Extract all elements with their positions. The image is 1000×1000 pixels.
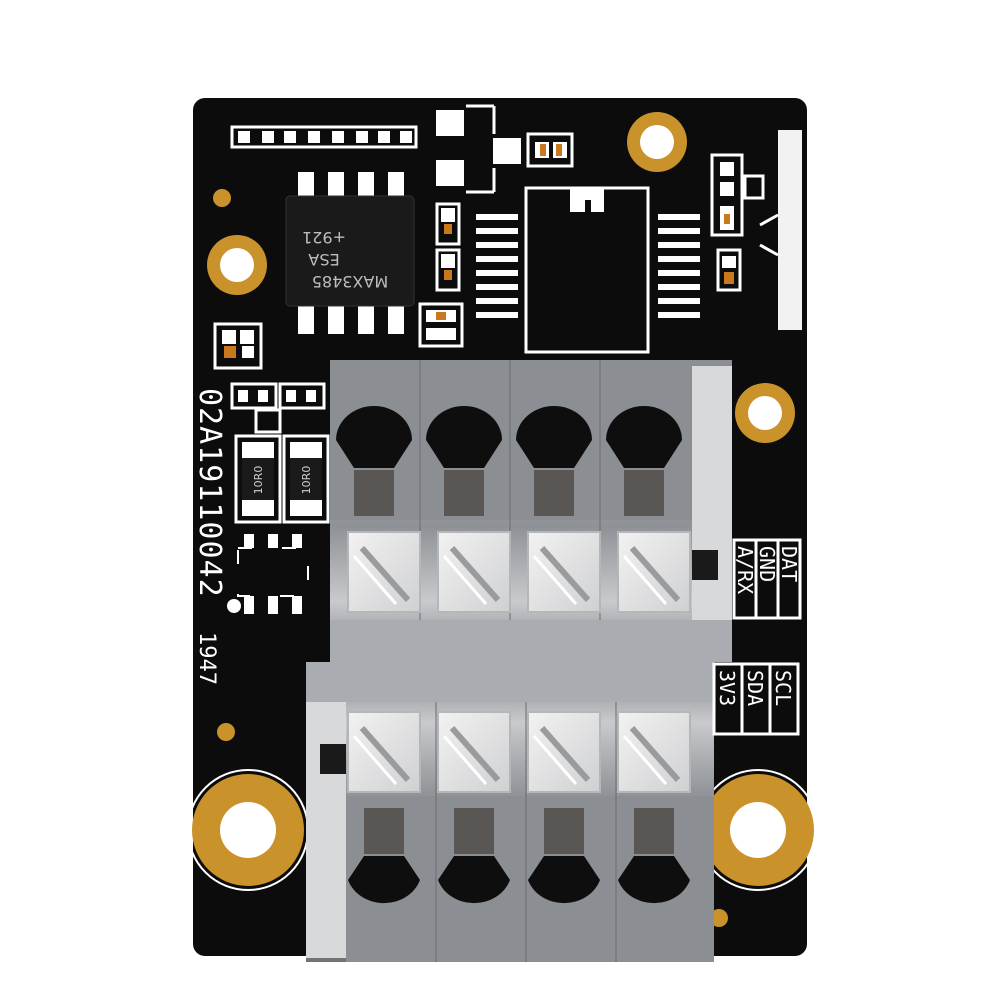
capacitor: [213, 322, 263, 370]
ic-marking-line: ESA: [308, 250, 340, 269]
resistor-marking: 10R0: [300, 466, 313, 495]
silk-edge-bar: [778, 130, 802, 330]
release-lever[interactable]: [437, 531, 511, 613]
led-pad-row: [230, 125, 418, 149]
via: [217, 723, 235, 741]
wire-entry-hole: [618, 808, 690, 904]
via: [710, 909, 728, 927]
pin-label-sda: SDA: [743, 670, 767, 706]
resistor-10r0: 10R0: [234, 434, 282, 524]
silk-edge-notch: [760, 215, 778, 255]
capacitor: [418, 302, 464, 348]
release-lever[interactable]: [527, 711, 601, 793]
mounting-hole: [627, 112, 687, 172]
mounting-hole-large: [187, 769, 309, 891]
mounting-hole: [735, 383, 795, 443]
mounting-hole: [207, 235, 267, 295]
upper-pin-label-box: DAT GND A/RX: [732, 538, 802, 620]
release-lever[interactable]: [347, 711, 421, 793]
ic-max3485: MAX3485 ESA +921: [285, 172, 415, 334]
pin-label-arx: A/RX: [733, 546, 757, 594]
ic-marking-line: +921: [302, 228, 346, 247]
capacitor: [435, 248, 461, 292]
pin-label-scl: SCL: [771, 670, 795, 706]
lower-pin-label-box: SCL SDA 3V3: [712, 662, 800, 736]
ic-sot23: [227, 534, 309, 614]
via: [213, 189, 231, 207]
ic-marking-line: MAX3485: [312, 272, 388, 291]
date-code: 1947: [194, 632, 219, 685]
pin-label-dat: DAT: [777, 546, 801, 582]
release-lever[interactable]: [527, 531, 601, 613]
serial-number: 02A19110042: [192, 388, 227, 598]
wire-entry-hole: [348, 808, 420, 904]
capacitor: [435, 202, 461, 246]
release-lever[interactable]: [617, 711, 691, 793]
wire-entry-hole: [606, 406, 682, 516]
mounting-hole-large: [697, 769, 819, 891]
ic-tssop: [476, 186, 700, 354]
resistor-marking: 10R0: [252, 466, 265, 495]
release-lever[interactable]: [617, 531, 691, 613]
capacitor: [526, 132, 574, 168]
transistor-footprint: [436, 104, 521, 194]
release-lever[interactable]: [347, 531, 421, 613]
wire-entry-hole: [426, 406, 502, 516]
capacitor-pair: [230, 382, 326, 434]
wire-entry-hole: [516, 406, 592, 516]
wire-entry-hole: [528, 808, 600, 904]
resistor-10r0: 10R0: [282, 434, 330, 524]
wire-entry-hole: [336, 406, 412, 516]
release-lever[interactable]: [437, 711, 511, 793]
pin-label-gnd: GND: [755, 546, 779, 582]
pin-label-3v3: 3V3: [715, 670, 739, 706]
resistor-array: [710, 153, 765, 292]
wire-entry-hole: [438, 808, 510, 904]
